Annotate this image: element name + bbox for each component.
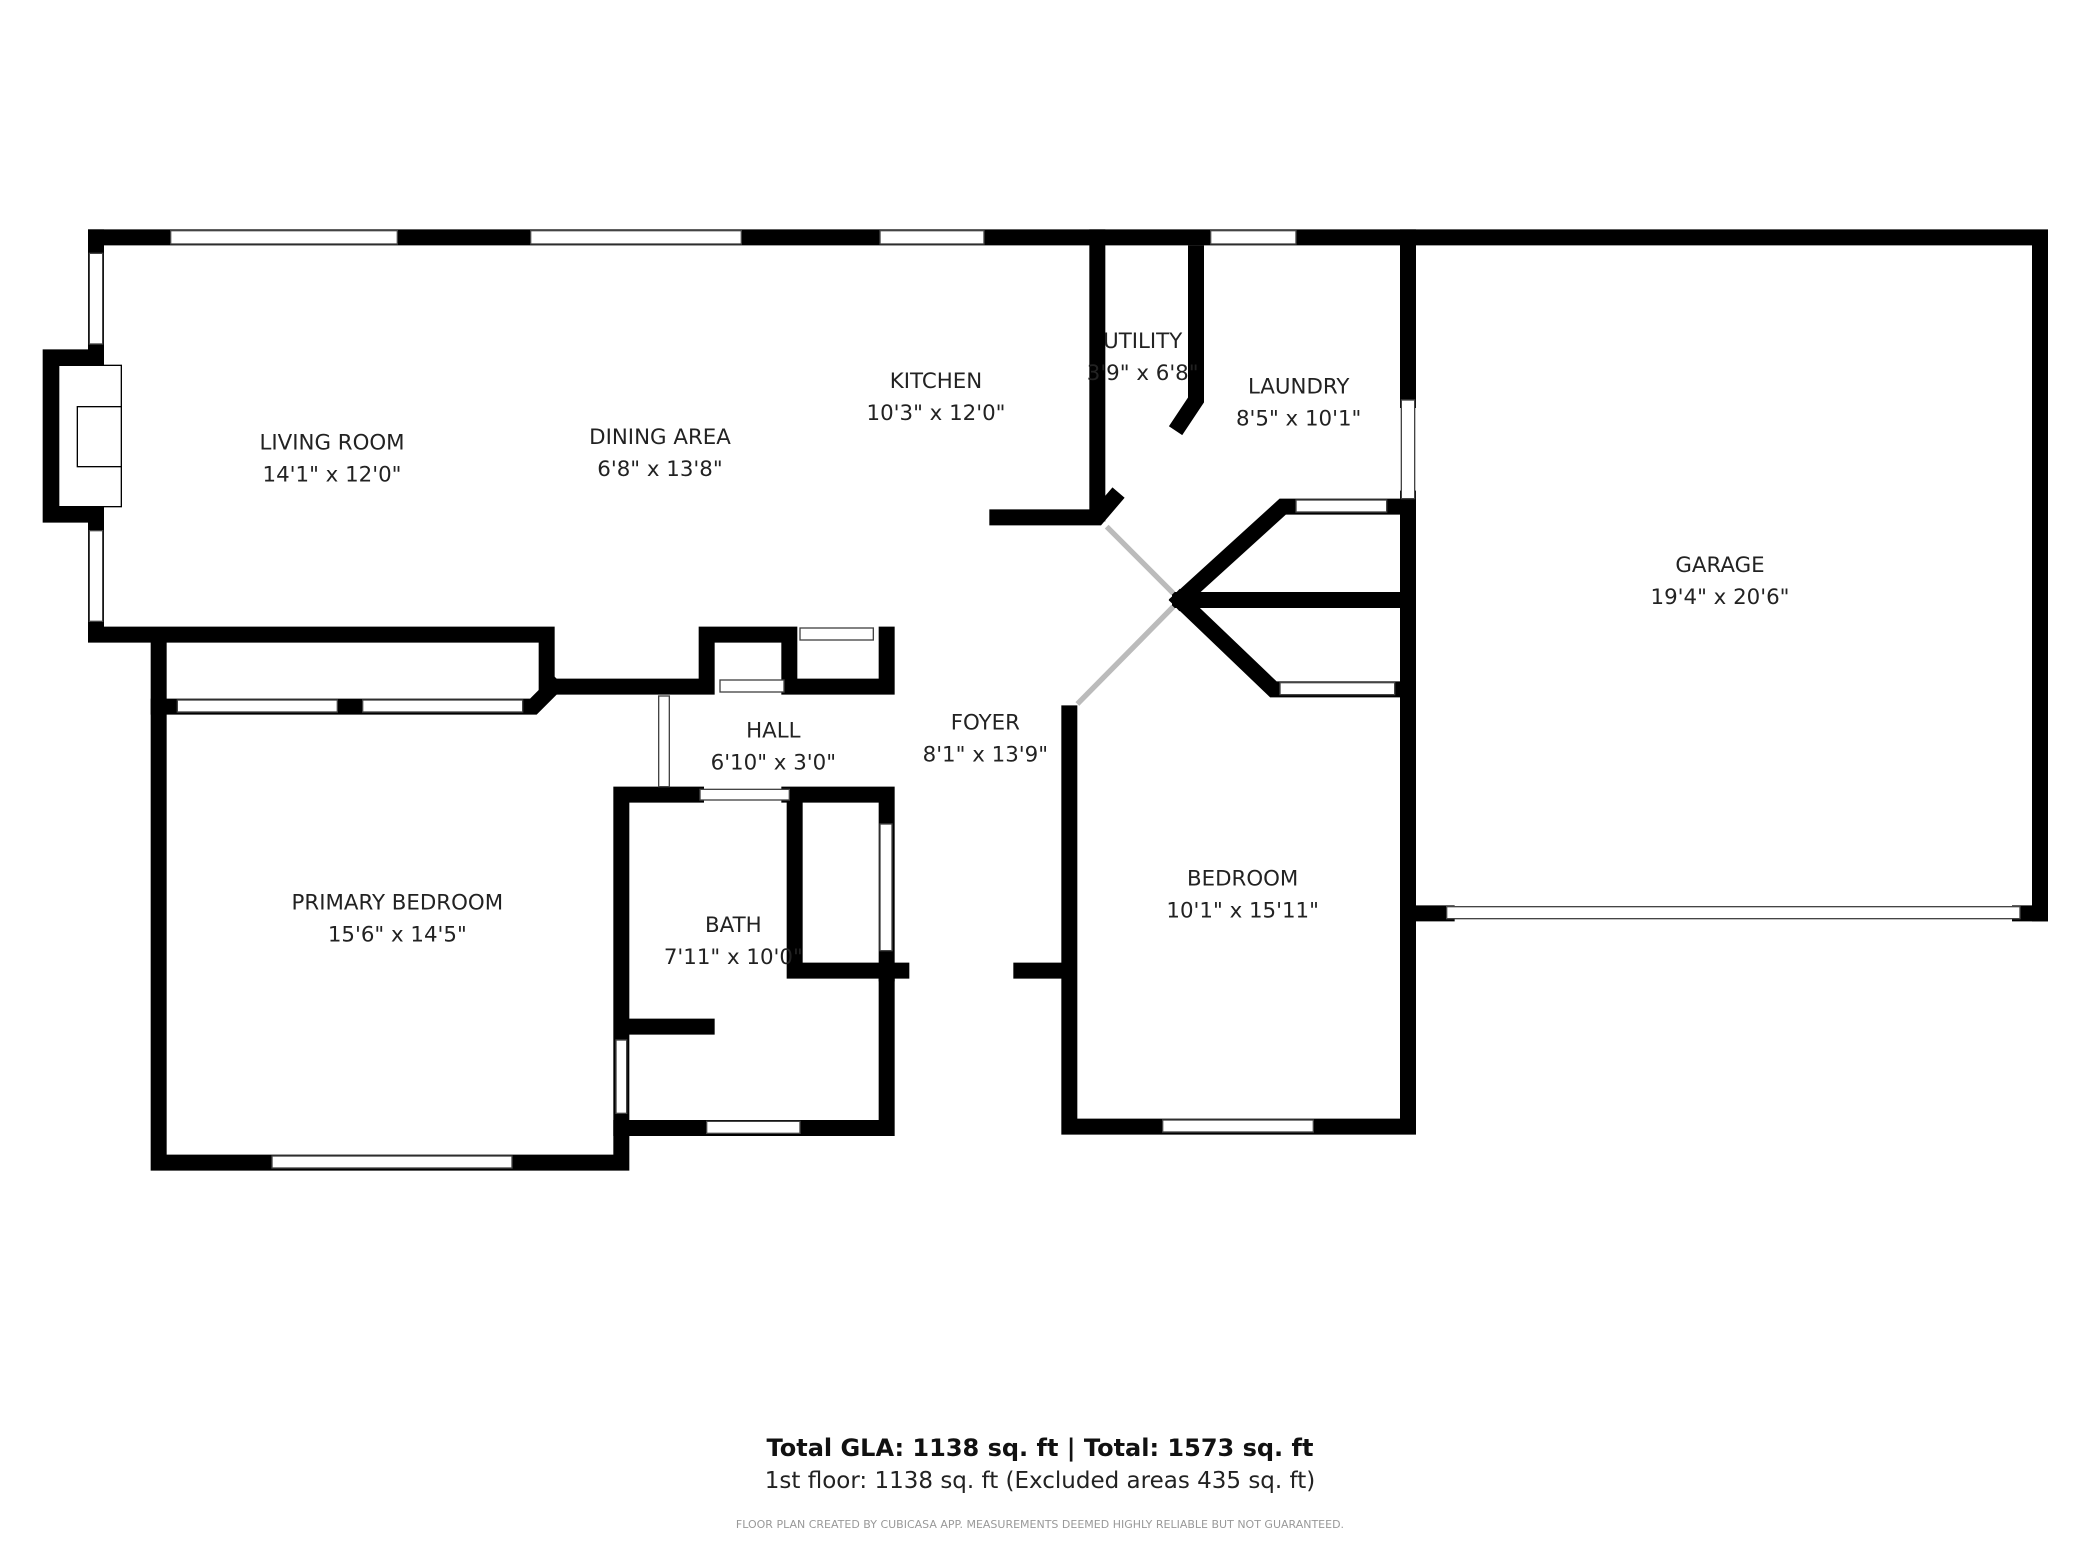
room-size: 6'10" x 3'0" [711, 750, 836, 775]
fireplace [58, 364, 122, 508]
room-name: LIVING ROOM [259, 430, 404, 455]
room-size: 10'3" x 12'0" [867, 401, 1006, 426]
door-opening [1075, 604, 1176, 706]
door-opening [1104, 524, 1176, 596]
room-name: PRIMARY BEDROOM [292, 890, 504, 915]
room-name: BEDROOM [1187, 866, 1298, 891]
walls [42, 229, 2048, 1171]
room-size: 8'1" x 13'9" [923, 742, 1048, 767]
room-name: LAUNDRY [1248, 374, 1350, 399]
room-name: UTILITY [1103, 329, 1183, 354]
room-size: 10'1" x 15'11" [1166, 898, 1319, 923]
room-size: 15'6" x 14'5" [328, 922, 467, 947]
room-size: 14'1" x 12'0" [263, 462, 402, 487]
room-size: 19'4" x 20'6" [1651, 585, 1790, 610]
room-size: 6'8" x 13'8" [597, 457, 722, 482]
room-name: FOYER [951, 710, 1020, 735]
room-size: 7'11" x 10'0" [664, 945, 803, 970]
floor-area: 1st floor: 1138 sq. ft (Excluded areas 4… [764, 1468, 1316, 1494]
disclaimer: FLOOR PLAN CREATED BY CUBICASA APP. MEAS… [735, 1518, 1345, 1531]
room-name: KITCHEN [890, 369, 982, 394]
room-size: 8'5" x 10'1" [1236, 406, 1361, 431]
room-size: 3'9" x 6'8" [1087, 361, 1199, 386]
room-labels: LIVING ROOM 14'1" x 12'0" DINING AREA 6'… [259, 329, 1789, 970]
windows [88, 229, 2021, 1169]
room-name: DINING AREA [589, 425, 731, 450]
room-name: GARAGE [1675, 553, 1764, 578]
total-area: Total GLA: 1138 sq. ft | Total: 1573 sq.… [766, 1434, 1314, 1462]
room-name: BATH [705, 913, 762, 938]
room-name: HALL [746, 718, 801, 743]
